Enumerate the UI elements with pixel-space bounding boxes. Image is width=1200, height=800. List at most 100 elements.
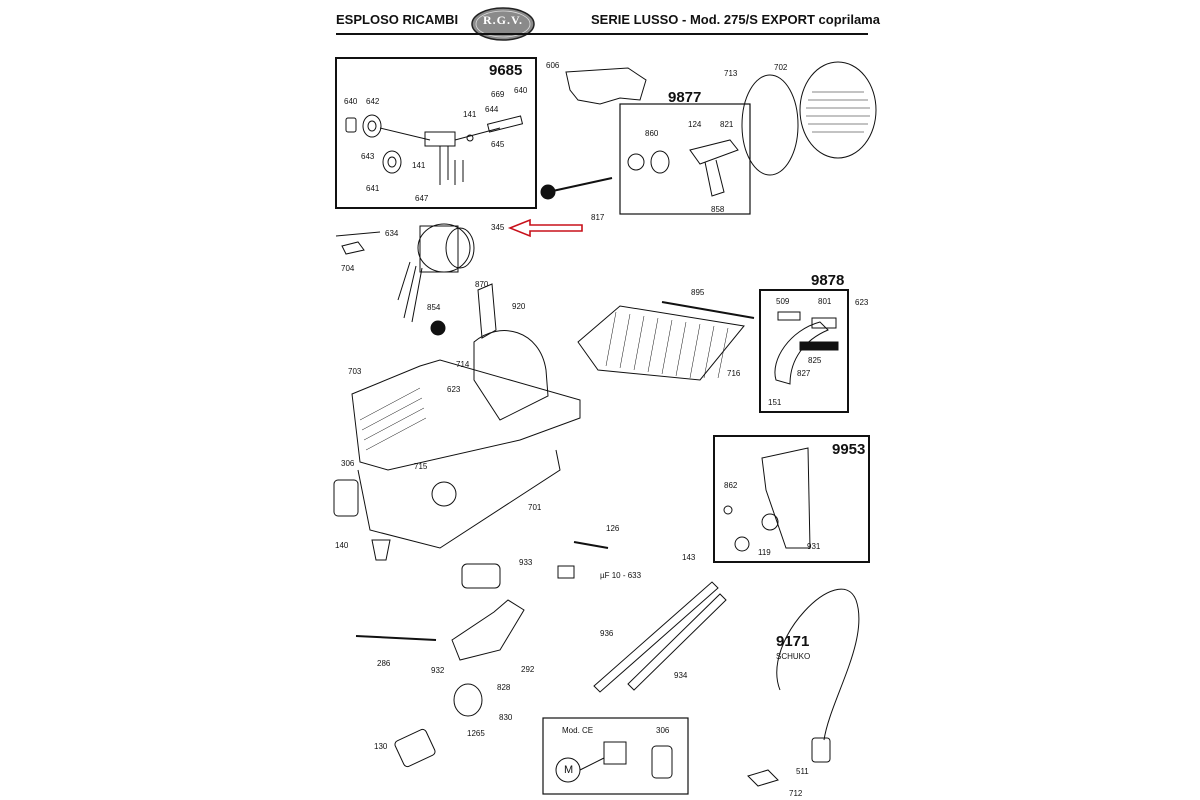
part-713-shape xyxy=(741,74,799,176)
callout-704: 704 xyxy=(341,264,355,273)
callout-643: 643 xyxy=(361,152,375,161)
group-subtitle-9171: SCHUKO xyxy=(776,652,811,661)
callout-644: 644 xyxy=(485,105,499,114)
part-932-shape xyxy=(451,599,525,661)
rgv-logo xyxy=(471,7,535,41)
inset-title: Mod. CE xyxy=(562,726,594,735)
callout-124: 124 xyxy=(688,120,702,129)
callout-130: 130 xyxy=(374,742,388,751)
callout-933: 933 xyxy=(519,558,533,567)
callout-854: 854 xyxy=(427,303,441,312)
group-label-9877: 9877 xyxy=(668,89,702,106)
logo-text: R.G.V. xyxy=(482,13,524,27)
assembly-9953 xyxy=(723,447,811,552)
callout-715: 715 xyxy=(414,462,428,471)
callout-825: 825 xyxy=(808,356,822,365)
callout-931: 931 xyxy=(807,542,821,551)
callout-669: 669 xyxy=(491,90,505,99)
part-126-shape xyxy=(573,541,609,549)
part-934-shape xyxy=(627,593,727,691)
callout-141: 141 xyxy=(412,161,426,170)
header-left-title: ESPLOSO RICAMBI xyxy=(336,12,459,27)
callout-292: 292 xyxy=(521,665,535,674)
callout-862: 862 xyxy=(724,481,738,490)
callout-817: 817 xyxy=(591,213,605,222)
callout-640: 640 xyxy=(514,86,528,95)
callout-141: 141 xyxy=(463,110,477,119)
part-9171-plug xyxy=(811,737,831,763)
inset-part-306: 306 xyxy=(656,726,670,735)
header-right-title: SERIE LUSSO - Mod. 275/S EXPORT coprilam… xyxy=(591,12,880,27)
part-702-shape xyxy=(799,61,877,159)
part-633-shape xyxy=(557,565,575,579)
callout-712: 712 xyxy=(789,789,803,798)
callout-140: 140 xyxy=(335,541,349,550)
part-286-shape xyxy=(355,635,437,641)
callout-703: 703 xyxy=(348,367,362,376)
callout-645: 645 xyxy=(491,140,505,149)
callout-623: 623 xyxy=(447,385,461,394)
callout-701: 701 xyxy=(528,503,542,512)
callout-151: 151 xyxy=(768,398,782,407)
part-817-knob xyxy=(540,184,556,200)
group-box-mod-ce xyxy=(542,717,689,795)
part-130-shape xyxy=(394,728,436,768)
part-830-shape xyxy=(453,683,483,717)
group-box-9878 xyxy=(759,289,849,413)
callout-716: 716 xyxy=(727,369,741,378)
part-704-shape xyxy=(341,241,365,255)
callout-509: 509 xyxy=(776,297,790,306)
assembly-9877 xyxy=(627,139,739,197)
callout-1265: 1265 xyxy=(467,729,485,738)
callout-306: 306 xyxy=(341,459,355,468)
assembly-9685 xyxy=(345,114,524,185)
callout-606: 606 xyxy=(546,61,560,70)
callout-143: 143 xyxy=(682,553,696,562)
callout-936: 936 xyxy=(600,629,614,638)
callout-827: 827 xyxy=(797,369,811,378)
part-870-shape xyxy=(477,283,497,339)
callout-828: 828 xyxy=(497,683,511,692)
group-label-9685: 9685 xyxy=(489,62,523,79)
ce-lamp-shape xyxy=(651,745,673,779)
callout-arrow xyxy=(507,218,583,238)
callout-932: 932 xyxy=(431,666,445,675)
group-label-9953: 9953 xyxy=(832,441,866,458)
part-634-shape xyxy=(335,231,381,237)
callout-714: 714 xyxy=(456,360,470,369)
callout-640: 640 xyxy=(344,97,358,106)
group-box-9953 xyxy=(713,435,870,563)
callout-821: 821 xyxy=(720,120,734,129)
callout-801: 801 xyxy=(818,297,832,306)
callout-642: 642 xyxy=(366,97,380,106)
callout-623: 623 xyxy=(855,298,869,307)
callout-858: 858 xyxy=(711,205,725,214)
callout-870: 870 xyxy=(475,280,489,289)
callout-345: 345 xyxy=(491,223,505,232)
callout-860: 860 xyxy=(645,129,659,138)
part-895-shape xyxy=(661,301,755,319)
group-box-9685 xyxy=(335,57,537,209)
part-933-shape xyxy=(461,563,501,589)
motor-symbol-label: M xyxy=(564,764,574,776)
callout-633: µF 10 - 633 xyxy=(600,571,642,580)
part-716-shape xyxy=(577,305,745,381)
part-712-shape xyxy=(747,769,779,787)
part-306-shape xyxy=(333,479,359,517)
callout-647: 647 xyxy=(415,194,429,203)
callout-713: 713 xyxy=(724,69,738,78)
callout-934: 934 xyxy=(674,671,688,680)
callout-702: 702 xyxy=(774,63,788,72)
base-assembly xyxy=(351,330,581,549)
callout-634: 634 xyxy=(385,229,399,238)
callout-830: 830 xyxy=(499,713,513,722)
part-345-motor xyxy=(397,223,475,323)
callout-920: 920 xyxy=(512,302,526,311)
callout-286: 286 xyxy=(377,659,391,668)
part-606-shape xyxy=(565,67,647,105)
callout-511: 511 xyxy=(796,767,809,776)
callout-126: 126 xyxy=(606,524,620,533)
callout-895: 895 xyxy=(691,288,705,297)
